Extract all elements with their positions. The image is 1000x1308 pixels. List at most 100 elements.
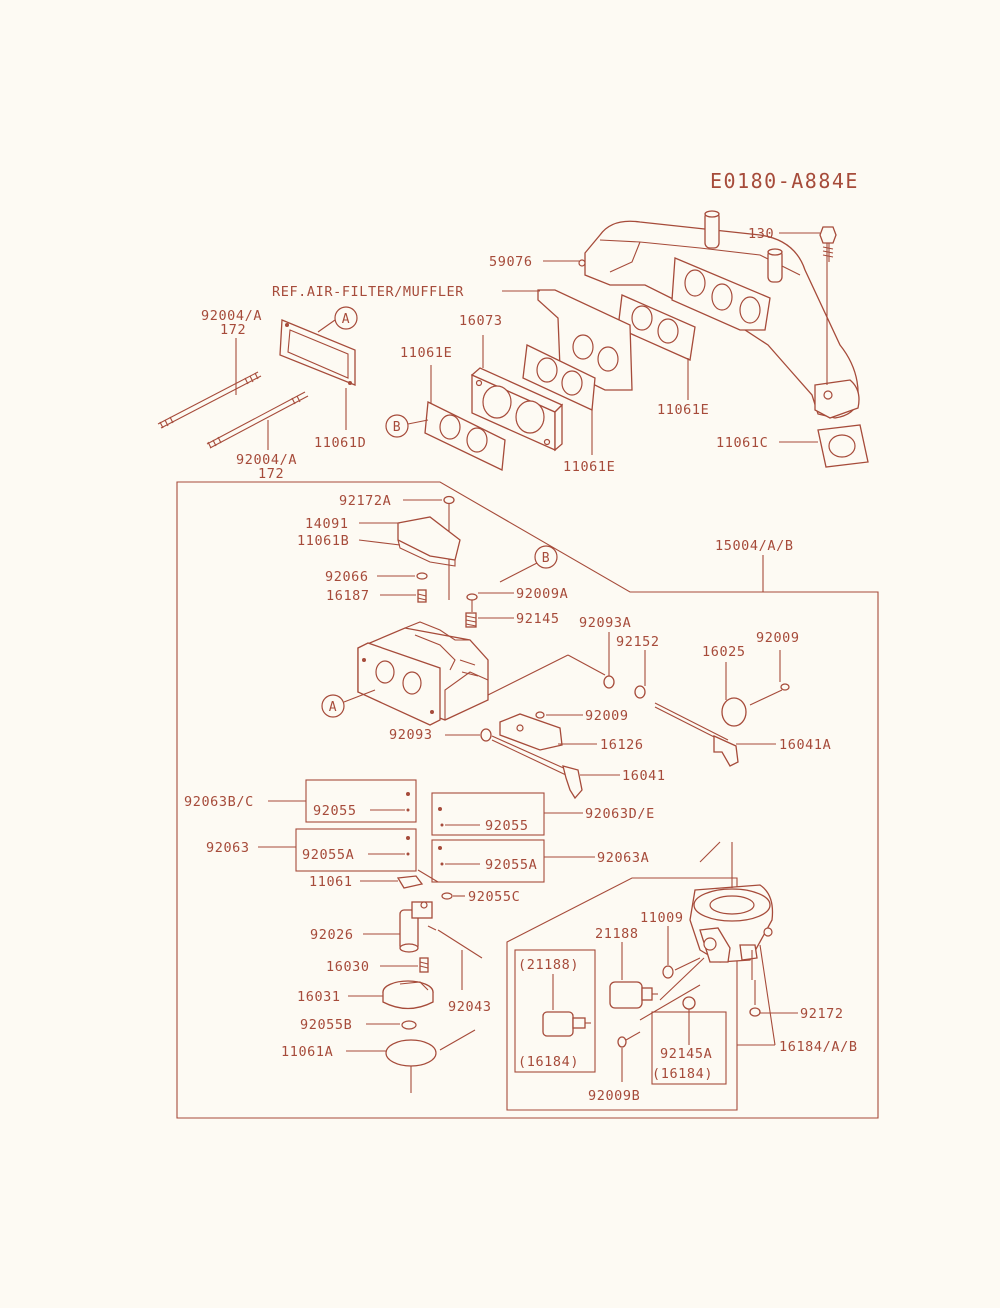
label-92152: 92152: [616, 634, 660, 650]
label-21188: 21188: [595, 926, 639, 942]
diagram-code: E0180-A884E: [710, 169, 859, 193]
solenoid-alt: [542, 1011, 591, 1037]
label-92009-mid: 92009: [585, 708, 629, 724]
gasket-11061e-right: [617, 294, 696, 361]
label-92055c: 92055C: [468, 889, 520, 905]
gasket-11061d: [279, 319, 356, 386]
label-11061: 11061: [309, 874, 353, 890]
stud-92004a: [157, 371, 309, 449]
label-11009: 11009: [640, 910, 684, 926]
label-16184ab: 16184/A/B: [779, 1039, 858, 1055]
label-92063de: 92063D/E: [585, 806, 655, 822]
label-14091: 14091: [305, 516, 349, 532]
label-92004a-top: 92004/A: [201, 308, 262, 324]
label-172-bot: 172: [258, 466, 284, 482]
spring-box: [651, 1011, 727, 1085]
label-11061c: 11061C: [716, 435, 768, 451]
throttle-lever-16126: [499, 713, 563, 751]
label-92009-right: 92009: [756, 630, 800, 646]
label-ref-air-filter: REF.AIR-FILTER/MUFFLER: [272, 284, 464, 300]
screw-92009a: [466, 593, 478, 612]
jet-box-92063a: [431, 839, 545, 883]
choke-plate-16025: [721, 697, 747, 727]
label-92055-a: 92055: [313, 803, 357, 819]
oring-92055c: [441, 892, 453, 900]
ref-b-carb-label: B: [542, 551, 550, 566]
ref-circle-b-carb: [534, 545, 558, 569]
ref-circle-b-top: [385, 414, 409, 438]
spring-92145a: [682, 996, 696, 1010]
screw-16187: [417, 589, 427, 603]
screw-92009-right: [780, 683, 790, 691]
label-92055a-a: 92055A: [302, 847, 354, 863]
bolt-130: [819, 226, 837, 262]
label-92063: 92063: [206, 840, 250, 856]
label-92043: 92043: [448, 999, 492, 1015]
solenoid-92026: [399, 901, 437, 953]
label-16073: 16073: [459, 313, 503, 329]
jet-box-92063: [295, 828, 417, 872]
carburetor-body: [357, 621, 489, 726]
label-16187: 16187: [326, 588, 370, 604]
spacer-16073: [470, 367, 564, 452]
pin-92043: [437, 929, 483, 959]
label-16041: 16041: [622, 768, 666, 784]
ref-a-top-label: A: [342, 312, 350, 327]
label-130: 130: [748, 226, 774, 242]
carb-assembly-frame: [176, 481, 879, 1119]
gasket-11061a: [385, 1039, 437, 1067]
ref-a-carb-label: A: [329, 700, 337, 715]
jet-16030: [419, 957, 429, 973]
fuel-valve-frame: [506, 877, 738, 1111]
label-92145: 92145: [516, 611, 560, 627]
label-92145a: 92145A: [660, 1046, 712, 1062]
label-92093a: 92093A: [579, 615, 631, 631]
label-92026: 92026: [310, 927, 354, 943]
label-16126: 16126: [600, 737, 644, 753]
choke-shaft-16041a: [654, 702, 739, 767]
bushing-92093: [480, 728, 492, 742]
label-15004ab: 15004/A/B: [715, 538, 794, 554]
label-59076: 59076: [489, 254, 533, 270]
gasket-11061e-center: [522, 344, 596, 411]
float-16031: [382, 980, 434, 1010]
label-16041a: 16041A: [779, 737, 831, 753]
cover-14091: [397, 516, 461, 567]
label-16184-paren-b: (16184): [652, 1066, 713, 1082]
label-16025: 16025: [702, 644, 746, 660]
label-11061d: 11061D: [314, 435, 366, 451]
screw-92009-mid: [535, 711, 545, 719]
spring-92145: [465, 612, 477, 628]
screw-92009b: [617, 1031, 641, 1048]
label-92055a-b: 92055A: [485, 857, 537, 873]
ref-circle-a-top: [334, 306, 358, 330]
ref-circle-a-carb: [321, 694, 345, 718]
gasket-11061: [396, 875, 424, 889]
solenoid-box: [514, 949, 596, 1073]
label-11061a: 11061A: [281, 1044, 333, 1060]
label-11061e-left: 11061E: [400, 345, 452, 361]
label-92093: 92093: [389, 727, 433, 743]
label-92172a: 92172A: [339, 493, 391, 509]
label-11061e-center: 11061E: [563, 459, 615, 475]
washer-92152: [634, 685, 646, 699]
ref-b-top-label: B: [393, 420, 401, 435]
intake-manifold: [578, 210, 860, 419]
gasket-11061c: [817, 424, 869, 468]
label-92063bc: 92063B/C: [184, 794, 254, 810]
label-92055b: 92055B: [300, 1017, 352, 1033]
screw-92172: [749, 980, 761, 1017]
label-92055-b: 92055: [485, 818, 529, 834]
label-11061e-right: 11061E: [657, 402, 709, 418]
throttle-shaft-16041: [491, 735, 583, 800]
label-11061b: 11061B: [297, 533, 349, 549]
oring-92055b: [401, 1020, 417, 1030]
label-16184-paren-a: (16184): [518, 1054, 579, 1070]
label-92004a-bot: 92004/A: [236, 452, 297, 468]
label-92063a: 92063A: [597, 850, 649, 866]
bushing-92093a: [603, 675, 615, 689]
label-92009a: 92009A: [516, 586, 568, 602]
label-92066: 92066: [325, 569, 369, 585]
washer-11009: [662, 965, 674, 979]
